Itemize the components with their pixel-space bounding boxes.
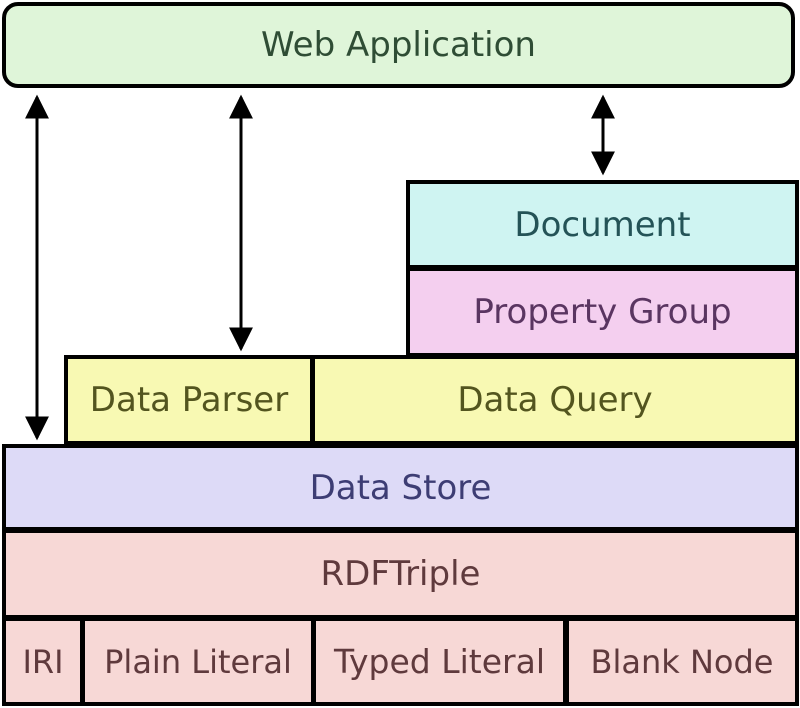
- web-application-label: Web Application: [261, 25, 536, 65]
- data-query-label: Data Query: [457, 380, 653, 420]
- rdf-triple-box: RDFTriple: [2, 529, 799, 619]
- document-box: Document: [406, 180, 799, 269]
- data-parser-label: Data Parser: [89, 380, 289, 420]
- blank-node-label: Blank Node: [590, 642, 774, 681]
- blank-node-box: Blank Node: [565, 617, 799, 706]
- data-query-box: Data Query: [311, 355, 799, 445]
- plain-literal-label: Plain Literal: [104, 642, 292, 681]
- web-application-box: Web Application: [2, 2, 795, 88]
- property-group-box: Property Group: [406, 267, 799, 357]
- document-label: Document: [514, 204, 691, 245]
- data-store-box: Data Store: [2, 444, 799, 531]
- rdf-triple-label: RDFTriple: [320, 554, 481, 594]
- iri-box: IRI: [2, 617, 84, 706]
- property-group-label: Property Group: [473, 292, 732, 332]
- iri-label: IRI: [22, 642, 64, 681]
- data-parser-box: Data Parser: [64, 355, 314, 445]
- typed-literal-label: Typed Literal: [334, 642, 545, 681]
- data-store-label: Data Store: [309, 467, 492, 508]
- plain-literal-box: Plain Literal: [81, 617, 315, 706]
- typed-literal-box: Typed Literal: [312, 617, 567, 706]
